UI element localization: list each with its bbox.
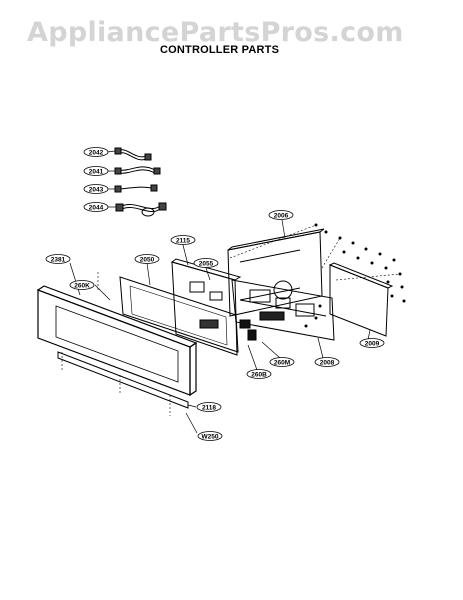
part-label-W250: W250 xyxy=(197,431,223,441)
part-label-2009: 2009 xyxy=(359,338,385,348)
screws xyxy=(304,223,406,328)
svg-text:2118: 2118 xyxy=(202,405,216,412)
svg-text:2044: 2044 xyxy=(89,205,104,212)
wire-harness-2044 xyxy=(115,202,167,217)
trim-strip-2118 xyxy=(57,351,189,416)
svg-text:2043: 2043 xyxy=(89,187,104,194)
part-label-2055: 2055 xyxy=(193,258,219,268)
part-label-260B: 260B xyxy=(246,369,272,379)
sub-board-2055 xyxy=(170,258,257,356)
svg-text:2381: 2381 xyxy=(51,257,66,264)
svg-text:2042: 2042 xyxy=(89,150,104,157)
part-label-2006: 2006 xyxy=(268,210,294,220)
svg-text:2041: 2041 xyxy=(89,169,104,176)
part-label-2050: 2050 xyxy=(134,254,160,264)
part-label-2044: 2044 xyxy=(83,202,109,212)
part-label-2381: 2381 xyxy=(45,254,71,264)
part-label-2041: 2041 xyxy=(83,166,109,176)
part-label-2115: 2115 xyxy=(170,235,196,245)
wire-harness-2043 xyxy=(114,184,158,193)
part-label-2118: 2118 xyxy=(196,402,222,412)
svg-text:2006: 2006 xyxy=(274,213,289,220)
part-label-260K: 260K xyxy=(69,280,95,290)
svg-text:2055: 2055 xyxy=(199,261,214,268)
front-panel-2381 xyxy=(36,272,198,397)
svg-text:260K: 260K xyxy=(74,283,90,290)
svg-text:260M: 260M xyxy=(274,360,290,367)
svg-text:W250: W250 xyxy=(202,434,219,441)
wire-harness-2042 xyxy=(114,147,152,161)
svg-text:2050: 2050 xyxy=(140,257,155,264)
mounting-plate-2009 xyxy=(328,262,394,337)
screw-leader-lines xyxy=(229,224,401,281)
svg-text:2115: 2115 xyxy=(176,238,190,245)
display-board-2050 xyxy=(119,276,239,353)
part-label-2008: 2008 xyxy=(314,357,340,367)
part-label-2043: 2043 xyxy=(83,184,109,194)
svg-text:2008: 2008 xyxy=(320,360,335,367)
part-label-260M: 260M xyxy=(269,357,295,367)
diagram-title: CONTROLLER PARTS xyxy=(160,44,280,56)
leader-lines xyxy=(69,150,371,434)
control-board-2008 xyxy=(231,279,335,341)
part-label-2042: 2042 xyxy=(83,147,109,157)
svg-text:260B: 260B xyxy=(251,372,267,379)
wire-harness-2041 xyxy=(114,166,161,175)
svg-text:2009: 2009 xyxy=(365,341,380,348)
watermark-text: AppliancePartsPros.com xyxy=(27,17,404,48)
